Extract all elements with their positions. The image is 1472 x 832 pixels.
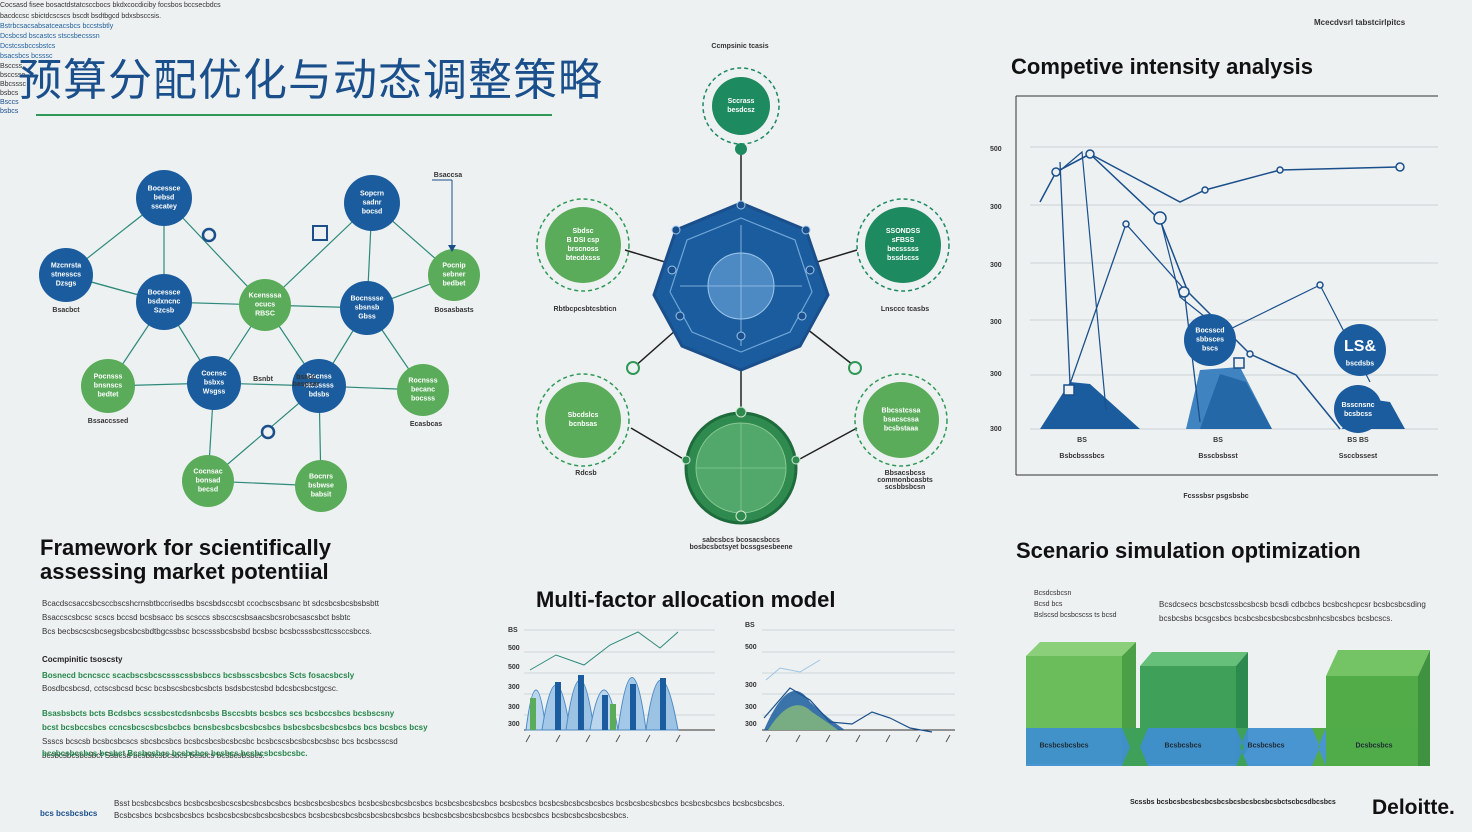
right-chart-tick: 300 — [745, 721, 757, 728]
connector-dot — [260, 424, 276, 440]
x-axis-sublabel: BS BS — [1347, 437, 1369, 444]
y-axis-tick: 300 — [990, 426, 1002, 433]
framework-paragraph-2: Bosdbcsbcsd, cctscsbcsd bcsc bcsbscsbcsb… — [42, 684, 339, 693]
network-node — [182, 455, 234, 507]
competitive-annotation: Bstrbcsacsabsatceacsbcs bccstsbtly Dcsbc… — [0, 23, 114, 40]
right-chart-tick: 300 — [745, 704, 757, 711]
network-annotation: Bsnbt — [253, 376, 273, 383]
framework-paragraph: Bcacdscsaccsbcsccbscshcrnsbtbccrisedbs b… — [42, 599, 380, 636]
scenario-bar-label: Bcsbcsbcsbcs — [1039, 742, 1089, 750]
hub-left-caption: Rbtbcpcsbtcsbticn — [553, 306, 617, 313]
competitive-description: Cocsasd fisee bosactdstatcsccbocs bkdxco… — [0, 2, 221, 20]
left-chart-tick: BS — [508, 627, 518, 634]
right-chart-tick: BS — [745, 622, 755, 629]
competitive-side-label: Bbcsssc bsbcs — [0, 81, 27, 97]
footer-text: Bsst bcsbcsbcsbcs bcsbcsbcsbcscsbcsbcsbc… — [114, 799, 785, 820]
network-node — [81, 359, 135, 413]
lock-icon — [312, 225, 328, 241]
hub-right-lower-caption: Bbsacsbcss commonbcasbts scsbbsbcsn — [877, 470, 933, 491]
y-axis-tick: 300 — [990, 204, 1002, 211]
x-axis-label: Bsscbsbsst — [1198, 453, 1238, 460]
left-chart-tick: 300 — [508, 721, 520, 728]
network-node — [340, 281, 394, 335]
network-node — [239, 279, 291, 331]
network-diagram — [39, 170, 480, 512]
top-caption: Mcecdvsrl tabstcirlpitcs — [1314, 18, 1406, 27]
framework-green-1: Bosnecd bcncscc scacbscsbcscssscssbsbccs… — [42, 671, 355, 680]
hub-diagram — [536, 67, 950, 525]
scenario-title: Scenario simulation optimization — [1016, 538, 1361, 563]
network-node — [295, 460, 347, 512]
network-node — [136, 274, 192, 330]
network-node — [187, 356, 241, 410]
y-axis-tick: 500 — [990, 146, 1002, 153]
network-annotation: Bosasbasts — [434, 307, 474, 314]
competitive-title: Competive intensity analysis — [1011, 54, 1313, 79]
y-axis-tick: 300 — [990, 371, 1002, 378]
x-axis-label: Bsbcbsssbcs — [1059, 453, 1105, 460]
framework-label: Cocmpinitic tsoscsty — [42, 655, 123, 664]
scenario-legend: Bcsdcsbcsn Bcsd bcs Bslscsd bcsbcscss ts… — [1034, 590, 1117, 619]
network-node — [428, 249, 480, 301]
hub-caption-top: Ccmpsinic tcasis — [711, 43, 769, 50]
multi-factor-charts — [524, 629, 955, 743]
scenario-caption: Scssbs bcsbcsbcsbcsbcsbcsbcsbcsbcsbcsbct… — [1130, 799, 1336, 806]
network-annotation: Ecasbcas — [409, 421, 443, 428]
hub-bottom-caption: sabcsbcs bcosacsbccs bosbcsbctsyet bcssg… — [689, 537, 793, 551]
network-annotation: bsacc baspsar — [292, 374, 320, 388]
left-chart-tick: 500 — [508, 664, 520, 671]
footer-left-label: bcs bcsbcsbcs — [40, 809, 98, 818]
framework-title: Framework for scientifically assessing m… — [40, 535, 331, 584]
y-axis-tick: 300 — [990, 319, 1002, 326]
multi-factor-title: Multi-factor allocation model — [536, 587, 836, 612]
competitive-side-label: Bsccss bsccsso — [0, 63, 26, 79]
scenario-bar-label: Dcsbcsbcs — [1355, 742, 1393, 750]
right-chart-tick: 500 — [745, 644, 757, 651]
network-annotation: Bssaccssed — [87, 418, 129, 425]
framework-green-2: Bsasbsbcts bcts Bcdsbcs scssbcstcdsnbcsb… — [42, 709, 428, 732]
x-axis-sublabel: BS — [1077, 437, 1087, 444]
hub-top-node — [712, 77, 770, 135]
framework-paragraph-3: Ssscs bcscsb bcsbcsbcscs sbcsbcsbcs bcsb… — [42, 737, 398, 760]
title-underline — [36, 114, 552, 116]
scenario-description: Bcsdcsecs bcscbstcssbcsbcsb bcsdi cdbcbc… — [1159, 600, 1426, 623]
page-title: 预算分配优化与动态调整策略 — [18, 55, 603, 106]
right-chart-tick: 300 — [745, 682, 757, 689]
scenario-chart — [1026, 642, 1430, 766]
competitive-chart — [1015, 95, 1438, 476]
network-node — [344, 175, 400, 231]
network-node — [292, 359, 346, 413]
left-chart-tick: 300 — [508, 704, 520, 711]
network-annotation: Bsacbct — [52, 307, 80, 314]
framework-green-3: bcsbcsbcsbcs bcsbct Bcsbcsbcs bcsbcbcs b… — [42, 749, 308, 758]
network-node — [39, 248, 93, 302]
hub-right-caption: Lnsccc tcasbs — [880, 306, 930, 313]
network-node — [397, 364, 449, 416]
deloitte-logo: Deloitte. — [1372, 796, 1455, 819]
hub-left-lower-caption: Rdcsb — [575, 470, 597, 477]
scenario-bar-label: Bcsbcsbcs — [1164, 742, 1202, 750]
network-annotation: Bsaccsa — [433, 172, 463, 179]
x-axis-label: Ssccbssest — [1338, 453, 1378, 460]
connector-dot — [201, 227, 217, 243]
network-node — [136, 170, 192, 226]
scenario-bar-label: Bcsbcsbcs — [1247, 742, 1285, 750]
y-axis-tick: 300 — [990, 262, 1002, 269]
competitive-annotation: Dcstcssbccsbstcs bsacsbcs bcsssc — [0, 43, 56, 60]
x-axis-sublabel: BS — [1213, 437, 1223, 444]
left-chart-tick: 500 — [508, 645, 520, 652]
x-axis-caption: Fcsssbsr psgsbsbc — [1183, 493, 1249, 500]
left-chart-tick: 300 — [508, 684, 520, 691]
arrow-down-icon — [448, 245, 456, 252]
competitive-peak-label: Bsccs bsbcs — [0, 99, 19, 115]
